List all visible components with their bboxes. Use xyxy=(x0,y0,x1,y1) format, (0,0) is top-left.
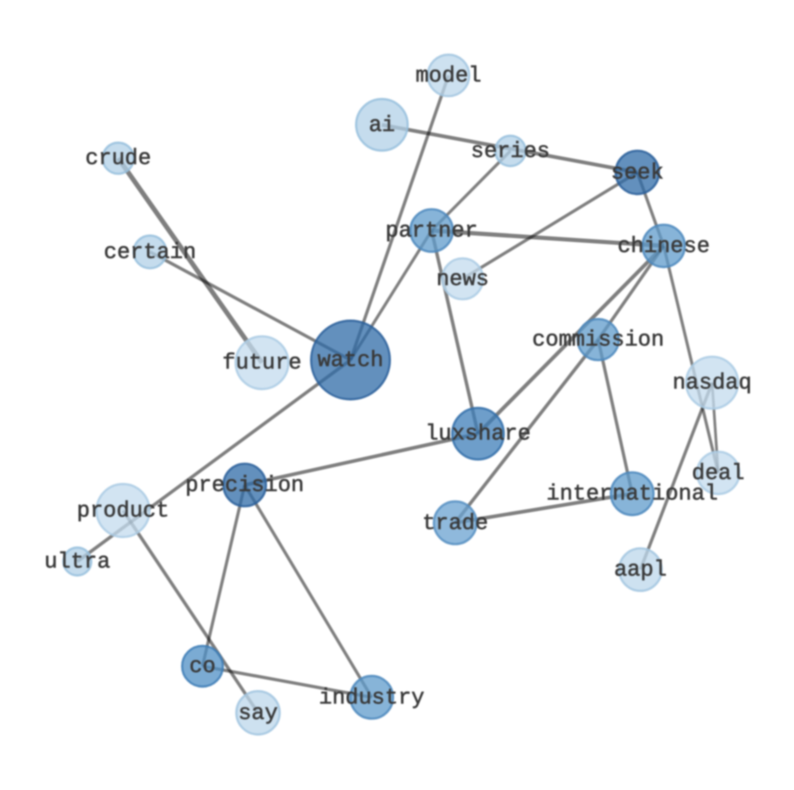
svg-text:luxshare: luxshare xyxy=(425,422,531,447)
svg-text:crude: crude xyxy=(85,146,151,171)
svg-text:certain: certain xyxy=(104,240,196,265)
svg-text:partner: partner xyxy=(385,219,477,244)
svg-text:international: international xyxy=(546,482,718,507)
svg-text:future: future xyxy=(222,351,301,376)
svg-text:news: news xyxy=(436,267,489,292)
svg-text:commission: commission xyxy=(532,328,664,353)
svg-text:industry: industry xyxy=(319,685,425,710)
svg-text:precision: precision xyxy=(185,473,304,498)
svg-text:co: co xyxy=(189,654,215,679)
svg-text:product: product xyxy=(77,499,169,524)
svg-text:deal: deal xyxy=(692,461,745,486)
svg-text:ultra: ultra xyxy=(44,550,110,575)
svg-text:trade: trade xyxy=(422,511,488,536)
svg-text:series: series xyxy=(471,139,550,164)
svg-text:model: model xyxy=(415,63,481,88)
svg-text:nasdaq: nasdaq xyxy=(672,371,751,396)
svg-text:aapl: aapl xyxy=(614,558,667,583)
svg-text:chinese: chinese xyxy=(617,234,709,259)
svg-text:seek: seek xyxy=(611,160,664,185)
svg-text:ai: ai xyxy=(369,113,395,138)
svg-text:say: say xyxy=(238,701,278,726)
svg-text:watch: watch xyxy=(317,348,383,373)
